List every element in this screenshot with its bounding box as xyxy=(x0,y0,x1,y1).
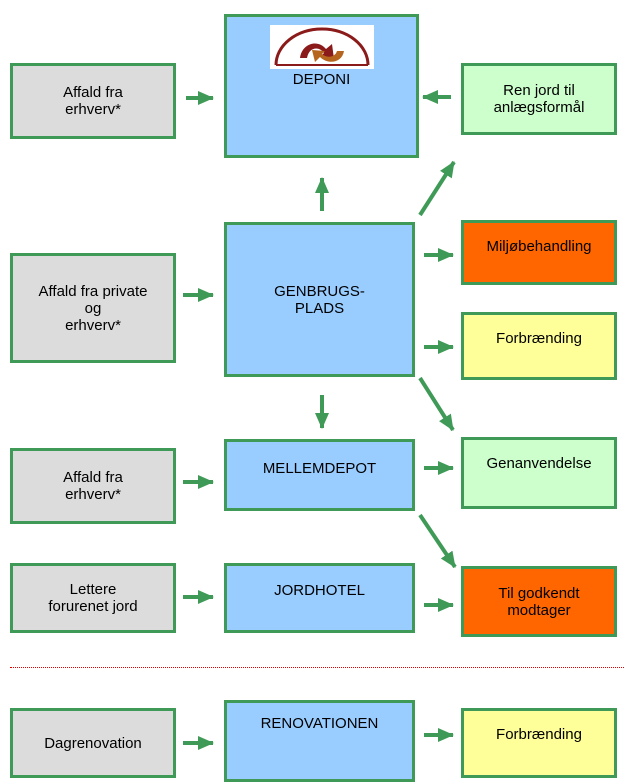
separator-line xyxy=(10,667,624,668)
destination-box-ren-jord: Ren jord til anlægsformål xyxy=(461,63,617,135)
facility-mellemdepot-label: MELLEMDEPOT xyxy=(262,460,377,477)
box-line: Til godkendt xyxy=(498,584,580,602)
box-line: Lettere xyxy=(69,581,117,598)
facility-box-renovationen: RENOVATIONEN xyxy=(224,700,415,782)
destination-miljo-label: Miljøbehandling xyxy=(486,238,592,255)
source-box-affald-erhverv-2: Affald fra erhverv* xyxy=(10,448,176,524)
destination-box-forbraending-bottom: Forbrænding xyxy=(461,708,617,778)
destination-box-genanvendelse: Genanvendelse xyxy=(461,437,617,509)
box-line: GENBRUGS- xyxy=(274,282,365,300)
facility-renovationen-label: RENOVATIONEN xyxy=(260,715,379,732)
destination-forbraending-bottom-label: Forbrænding xyxy=(496,726,582,743)
box-line: Affald fra private xyxy=(38,282,148,300)
destination-box-forbraending: Forbrænding xyxy=(461,312,617,380)
arrow-mellemdepot-to-godkendt xyxy=(418,513,457,569)
box-line: Dagrenovation xyxy=(44,734,142,752)
facility-box-mellemdepot: MELLEMDEPOT xyxy=(224,439,415,511)
destination-forbraending-label: Forbrænding xyxy=(496,330,582,347)
source-box-lettere-forurenet-jord: Lettere forurenet jord xyxy=(10,563,176,633)
facility-jordhotel-label: JORDHOTEL xyxy=(274,582,365,599)
box-line: erhverv* xyxy=(65,486,121,503)
arrow-genbrug-to-renjord xyxy=(418,160,456,217)
box-line: anlægsformål xyxy=(493,99,585,116)
box-line: Affald fra xyxy=(63,469,123,486)
arrow-genbrug-to-genanvendelse xyxy=(418,376,455,432)
logo-icon xyxy=(269,25,374,69)
destination-box-miljobehandling: Miljøbehandling xyxy=(461,220,617,285)
facility-box-genbrugsplads: GENBRUGS- PLADS xyxy=(224,222,415,377)
box-line: Ren jord til xyxy=(503,82,575,99)
facility-box-jordhotel: JORDHOTEL xyxy=(224,563,415,633)
source-box-affald-private-erhverv: Affald fra private og erhverv* xyxy=(10,253,176,363)
box-line: Affald fra xyxy=(63,84,123,101)
box-line: PLADS xyxy=(294,299,345,317)
facility-deponi-label: DEPONI xyxy=(292,71,351,88)
destination-genanvendelse-label: Genanvendelse xyxy=(486,455,592,472)
destination-box-godkendt-modtager: Til godkendt modtager xyxy=(461,566,617,637)
box-line: modtager xyxy=(507,601,571,619)
source-box-affald-erhverv-1: Affald fra erhverv* xyxy=(10,63,176,139)
box-line: forurenet jord xyxy=(48,598,138,615)
box-line: erhverv* xyxy=(65,101,121,118)
box-line: erhverv* xyxy=(65,316,121,334)
facility-box-deponi: DEPONI xyxy=(224,14,419,158)
source-box-dagrenovation: Dagrenovation xyxy=(10,708,176,778)
box-line: og xyxy=(84,299,102,317)
